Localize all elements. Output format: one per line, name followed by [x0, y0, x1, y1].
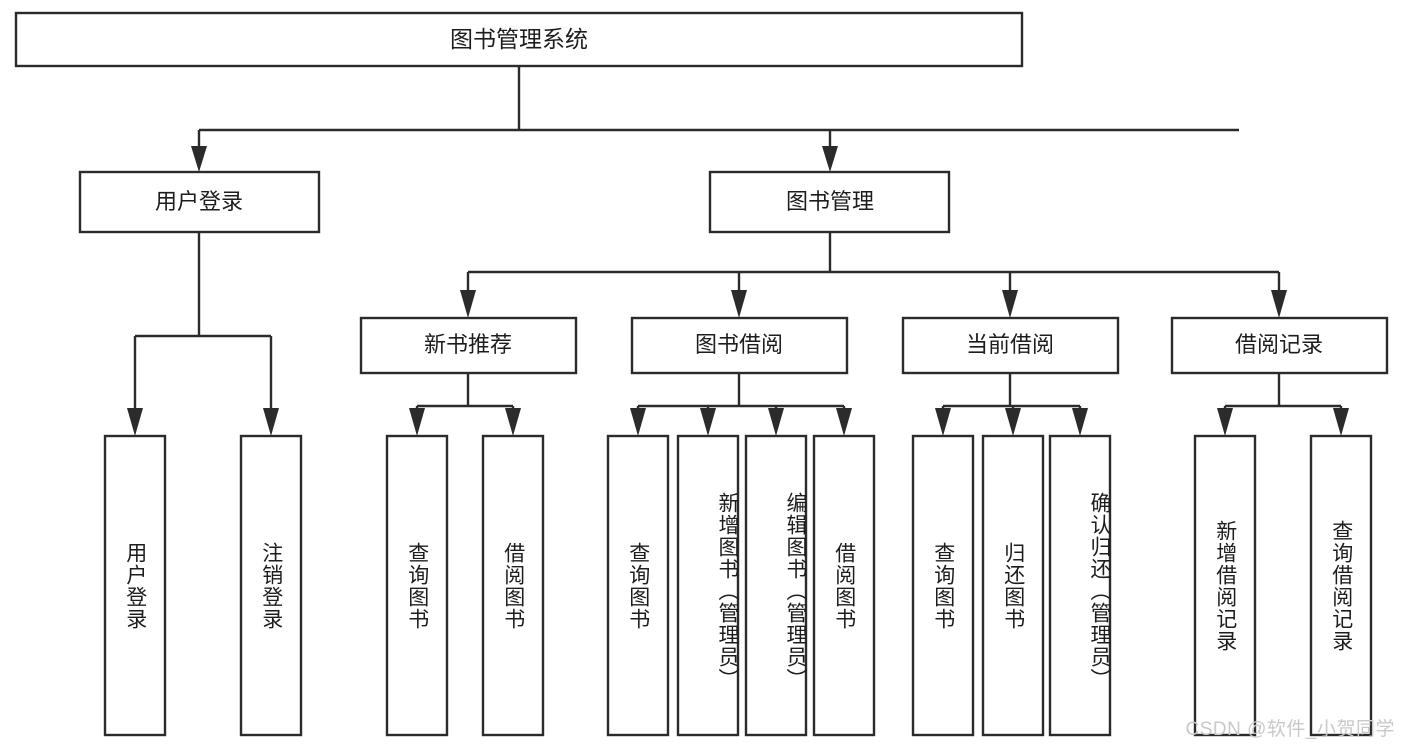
node-leaf-query-book-1-box[interactable] [385, 434, 449, 737]
arrow-head-icon [1072, 408, 1088, 436]
node-current-borrow-box[interactable] [901, 316, 1120, 375]
csdn-watermark: CSDN @软件_小贺同学 [1185, 719, 1395, 740]
node-leaf-add-book-admin-box[interactable] [676, 434, 740, 737]
node-borrow-record-box[interactable] [1170, 316, 1389, 375]
arrow-head-icon [460, 290, 476, 318]
node-user-login[interactable]: 用户登录 [78, 170, 321, 234]
arrow-head-icon [505, 408, 521, 436]
node-book-management-label: 图书管理 [786, 189, 874, 214]
node-borrow-record[interactable]: 借阅记录 [1170, 316, 1389, 375]
arrow-head-icon [127, 408, 143, 436]
node-leaf-logout-login-box[interactable] [239, 434, 303, 737]
node-leaf-borrow-book-2-box[interactable] [812, 434, 876, 737]
arrow-head-icon [409, 408, 425, 436]
connector-bookmgmt-to-level3 [460, 232, 1287, 318]
node-current-borrow[interactable]: 当前借阅 [901, 316, 1120, 375]
node-leaf-query-borrow-record-box[interactable] [1309, 434, 1373, 737]
node-leaf-query-book-2-box[interactable] [606, 434, 670, 737]
arrow-head-icon [1217, 408, 1233, 436]
connector-bookborrow-to-leaves [630, 373, 852, 436]
arrow-head-icon [822, 146, 838, 172]
node-new-book-recommend[interactable]: 新书推荐 [359, 316, 578, 375]
arrow-head-icon [630, 408, 646, 436]
node-leaf-query-book-3-box[interactable] [911, 434, 975, 737]
node-leaf-user-login-box[interactable] [103, 434, 167, 737]
node-user-login-label: 用户登录 [155, 189, 243, 214]
node-leaf-return-book-box[interactable] [981, 434, 1045, 737]
node-book-management-box[interactable] [708, 170, 951, 234]
arrow-head-icon [1271, 290, 1287, 318]
node-new-book-recommend-box[interactable] [359, 316, 578, 375]
connector-userlogin-to-leaves [127, 232, 279, 436]
node-book-borrow-box[interactable] [630, 316, 849, 375]
node-current-borrow-label: 当前借阅 [966, 332, 1054, 357]
connector-borrowrecord-to-leaves [1217, 373, 1349, 436]
node-root-title[interactable]: 图书管理系统 [14, 11, 1024, 68]
connector-root-to-level2 [191, 66, 1239, 172]
arrow-head-icon [1005, 408, 1021, 436]
node-user-login-box[interactable] [78, 170, 321, 234]
arrow-head-icon [731, 290, 747, 318]
node-book-borrow-label: 图书借阅 [695, 332, 783, 357]
connector-newbook-to-leaves [409, 373, 521, 436]
node-book-borrow[interactable]: 图书借阅 [630, 316, 849, 375]
arrow-head-icon [700, 408, 716, 436]
node-root-title-label: 图书管理系统 [450, 26, 588, 52]
arrow-head-icon [1333, 408, 1349, 436]
node-root-title-box[interactable] [14, 11, 1024, 68]
arrow-head-icon [768, 408, 784, 436]
node-leaf-add-borrow-record-box[interactable] [1193, 434, 1257, 737]
arrow-head-icon [191, 146, 207, 172]
connector-currentborrow-to-leaves [935, 373, 1088, 436]
node-book-management[interactable]: 图书管理 [708, 170, 951, 234]
node-leaf-borrow-book-1-box[interactable] [481, 434, 545, 737]
node-leaf-confirm-return-admin-box[interactable] [1048, 434, 1112, 737]
arrow-head-icon [1002, 290, 1018, 318]
arrow-head-icon [935, 408, 951, 436]
node-borrow-record-label: 借阅记录 [1235, 332, 1323, 357]
arrow-head-icon [263, 408, 279, 436]
node-leaf-edit-book-admin-box[interactable] [744, 434, 808, 737]
node-new-book-recommend-label: 新书推荐 [424, 332, 512, 357]
arrow-head-icon [836, 408, 852, 436]
